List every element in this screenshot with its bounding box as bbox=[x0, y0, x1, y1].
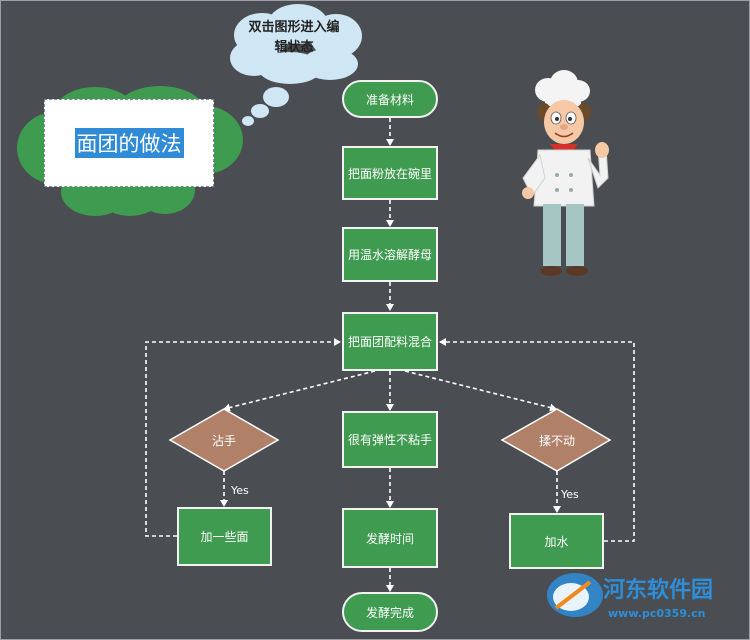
edge-addwater-loop bbox=[439, 338, 635, 542]
thought-bubble[interactable] bbox=[230, 4, 362, 126]
edge-label-yes-right: Yes bbox=[561, 488, 579, 501]
diagram-title[interactable]: 面团的做法 bbox=[74, 128, 184, 158]
watermark-name: 河东软件园 bbox=[603, 578, 714, 603]
node-dissolve-yeast[interactable]: 用温水溶解酵母 bbox=[342, 227, 438, 282]
node-add-flour[interactable]: 加一些面 bbox=[177, 507, 272, 566]
thought-bubble-text: 双击图形进入编辑状态 bbox=[248, 20, 340, 55]
node-add-water[interactable]: 加水 bbox=[509, 513, 604, 569]
decision-sticky[interactable] bbox=[168, 408, 280, 472]
chef-illustration[interactable] bbox=[522, 70, 609, 276]
node-elastic[interactable]: 很有弹性不粘手 bbox=[342, 411, 438, 468]
watermark-logo bbox=[547, 573, 603, 617]
edge-step3-dleft bbox=[223, 370, 376, 412]
edge-addflour-loop bbox=[145, 338, 341, 537]
node-ferment-time[interactable]: 发酵时间 bbox=[342, 508, 438, 568]
title-box[interactable]: 面团的做法 bbox=[44, 99, 214, 187]
decision-sticky-label: 沾手 bbox=[211, 433, 236, 448]
edge-step3-dright bbox=[404, 370, 557, 412]
node-mix-dough[interactable]: 把面团配料混合 bbox=[342, 312, 438, 371]
watermark-url: www.pc0359.cn bbox=[608, 607, 706, 620]
decision-hard-to-knead-label: 揉不动 bbox=[538, 433, 575, 448]
decision-hard-to-knead[interactable] bbox=[500, 408, 612, 472]
edge-label-yes-left: Yes bbox=[231, 484, 249, 497]
node-flour-in-bowl[interactable]: 把面粉放在碗里 bbox=[342, 146, 438, 200]
node-end[interactable]: 发酵完成 bbox=[342, 592, 438, 632]
node-start[interactable]: 准备材料 bbox=[342, 80, 438, 118]
edges bbox=[145, 118, 635, 592]
